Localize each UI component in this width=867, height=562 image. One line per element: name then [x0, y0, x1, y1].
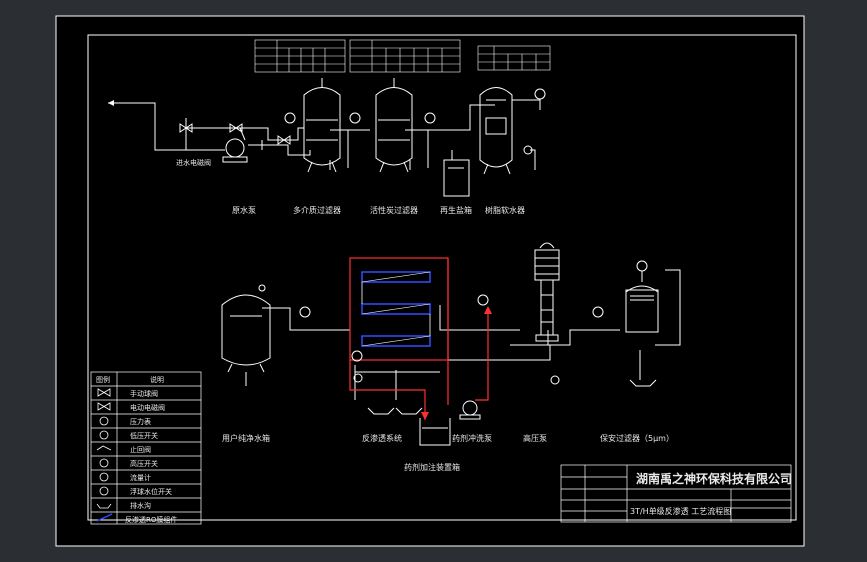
- carbon-filter-label: 活性炭过滤器: [370, 205, 418, 215]
- cleaning-pump: [459, 400, 481, 420]
- raw-water-pump: [222, 138, 248, 163]
- legend-item: 高压开关: [130, 459, 158, 468]
- product-water-piping: [262, 260, 681, 400]
- legend-item: 手动球阀: [130, 389, 158, 398]
- valve-table-3: [477, 45, 551, 71]
- multimedia-filter-vessel: [303, 78, 341, 173]
- drain-trench-icon: [367, 379, 657, 415]
- security-filter-label: 保安过滤器（5μm）: [600, 433, 674, 443]
- legend-item: 浮球水位开关: [130, 487, 172, 496]
- flow-arrow-icon: [484, 306, 492, 314]
- dosing-tank: [419, 418, 451, 446]
- ball-valve-icon: [229, 123, 291, 145]
- legend-item: 压力表: [130, 417, 151, 426]
- brine-tank-label: 再生盐箱: [440, 205, 472, 215]
- company-name: 湖南禹之神环保科技有限公司: [636, 471, 792, 486]
- legend-item: 止回阀: [130, 445, 151, 454]
- pretreatment-piping: [108, 99, 541, 170]
- pressure-gauge-icon: [299, 294, 604, 385]
- legend-item: 排水沟: [130, 501, 151, 510]
- softener-label: 树脂软水器: [485, 205, 525, 215]
- cleaning-loop-piping: [349, 258, 489, 420]
- legend-item: 流量计: [130, 473, 151, 482]
- title-block: [560, 464, 792, 523]
- dosing-tank-label: 药剂加注装置箱: [404, 462, 460, 472]
- legend-header-symbol: 图例: [96, 375, 110, 384]
- ro-system-label: 反渗透系统: [362, 433, 402, 443]
- high-pressure-pump: [534, 242, 560, 342]
- drawing-title: 3T/H单级反渗透 工艺流程图: [630, 506, 731, 516]
- valve-table-2: [349, 39, 461, 73]
- inner-border: [87, 34, 797, 521]
- inlet-solenoid-valve-icon: [179, 118, 193, 133]
- legend-table: [90, 371, 202, 525]
- raw-pump-label: 原水泵: [232, 205, 256, 215]
- inlet-valve-label: 进水电磁阀: [176, 158, 211, 167]
- legend-item: 低压开关: [130, 431, 158, 440]
- softener-vessel: [479, 87, 513, 175]
- inlet-arrow-icon: [108, 100, 114, 106]
- legend-item: 反渗透RO膜组件: [125, 515, 177, 524]
- user-tank-label: 用户纯净水箱: [222, 433, 270, 443]
- user-pure-water-tank: [221, 284, 271, 386]
- multimedia-filter-label: 多介质过滤器: [293, 205, 341, 215]
- carbon-filter-vessel: [375, 78, 413, 173]
- brine-tank: [443, 150, 470, 197]
- valve-table-1: [254, 39, 346, 73]
- legend-item: 电动电磁阀: [130, 403, 165, 412]
- cleaning-pump-label: 药剂冲洗泵: [452, 433, 492, 443]
- flow-arrow-icon: [421, 412, 429, 420]
- legend-membrane-symbol: [96, 513, 113, 522]
- pressure-gauge-icon: [284, 88, 546, 155]
- legend-symbols: [96, 388, 112, 509]
- hp-pump-label: 高压泵: [523, 433, 547, 443]
- security-filter-vessel: [625, 260, 659, 333]
- legend-header-desc: 说明: [150, 375, 164, 384]
